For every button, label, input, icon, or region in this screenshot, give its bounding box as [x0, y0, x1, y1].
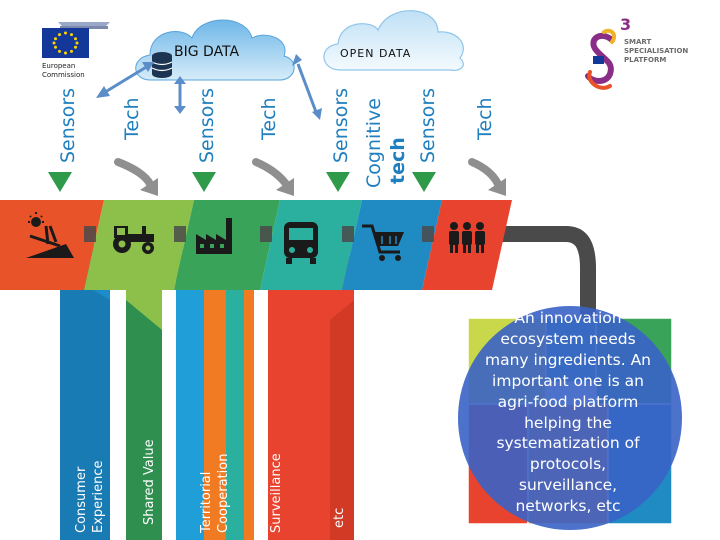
consumer-experience-line2: Experience [91, 461, 106, 534]
territorial-cooperation-line2: Cooperation [216, 454, 231, 533]
curved-arrow [468, 158, 502, 188]
sensors-label: Sensors [330, 88, 352, 163]
tech-label: tech [387, 137, 409, 184]
down-arrow [326, 172, 350, 192]
curved-arrow [114, 158, 154, 188]
shared-value-label: Shared Value [142, 439, 157, 525]
truck-icon [284, 222, 318, 264]
big-data-cloud: BIG DATA [135, 19, 295, 81]
bubble-text: An innovation ecosystem needs many ingre… [485, 309, 651, 516]
sensors-label: Sensors [196, 88, 218, 163]
s3-platform-logo: 3 SMART SPECIALISATION PLATFORM [585, 15, 688, 90]
big-data-label: BIG DATA [174, 44, 240, 60]
sensors-label: Sensors [57, 88, 79, 163]
s3-logo-line3: PLATFORM [624, 56, 666, 64]
tech-label: Tech [121, 97, 143, 141]
down-arrow [412, 172, 436, 192]
tractor-icon [113, 226, 154, 254]
s3-logo-line2: SPECIALISATION [624, 47, 688, 55]
ec-logo-line1: European [42, 62, 75, 70]
tech-label: Tech [258, 97, 280, 141]
tech-label: Tech [474, 97, 496, 141]
people-icon [449, 222, 485, 253]
down-arrow [192, 172, 216, 192]
consumer-experience-line1: Consumer [74, 466, 89, 533]
bottom-bars [60, 245, 354, 540]
bottom-bar-labels: Consumer Experience Shared Value Territo… [74, 439, 347, 534]
open-data-cloud: OPEN DATA [323, 10, 464, 71]
ec-logo-line2: Commission [42, 71, 85, 79]
etc-label: etc [332, 508, 347, 528]
top-labels: Sensors Tech Sensors Tech Sensors Cognit… [57, 88, 496, 188]
territorial-cooperation-line1: Territorial [199, 472, 214, 534]
stage-tractor [84, 200, 194, 290]
surveillance-label: Surveillance [269, 453, 284, 533]
shopping-cart-icon [362, 224, 404, 261]
s3-numeral: 3 [620, 15, 631, 34]
european-commission-logo: European Commission [20, 15, 133, 85]
info-bubble [458, 306, 682, 530]
input-arrows [48, 158, 506, 196]
cognitive-label: Cognitive [363, 98, 385, 188]
stage-farm [0, 200, 104, 290]
s3-logo-line1: SMART [624, 38, 652, 46]
sensors-label: Sensors [417, 88, 439, 163]
commission-building-icon [58, 22, 110, 29]
curved-arrow [252, 158, 290, 188]
data-exchange-arrows [96, 54, 322, 120]
factory-icon [196, 218, 232, 254]
value-chain-band [0, 200, 596, 330]
down-arrow [48, 172, 72, 192]
database-icon [151, 52, 173, 78]
open-data-label: OPEN DATA [340, 47, 411, 60]
bar-seam [226, 254, 244, 540]
farm-field-icon [26, 212, 74, 258]
